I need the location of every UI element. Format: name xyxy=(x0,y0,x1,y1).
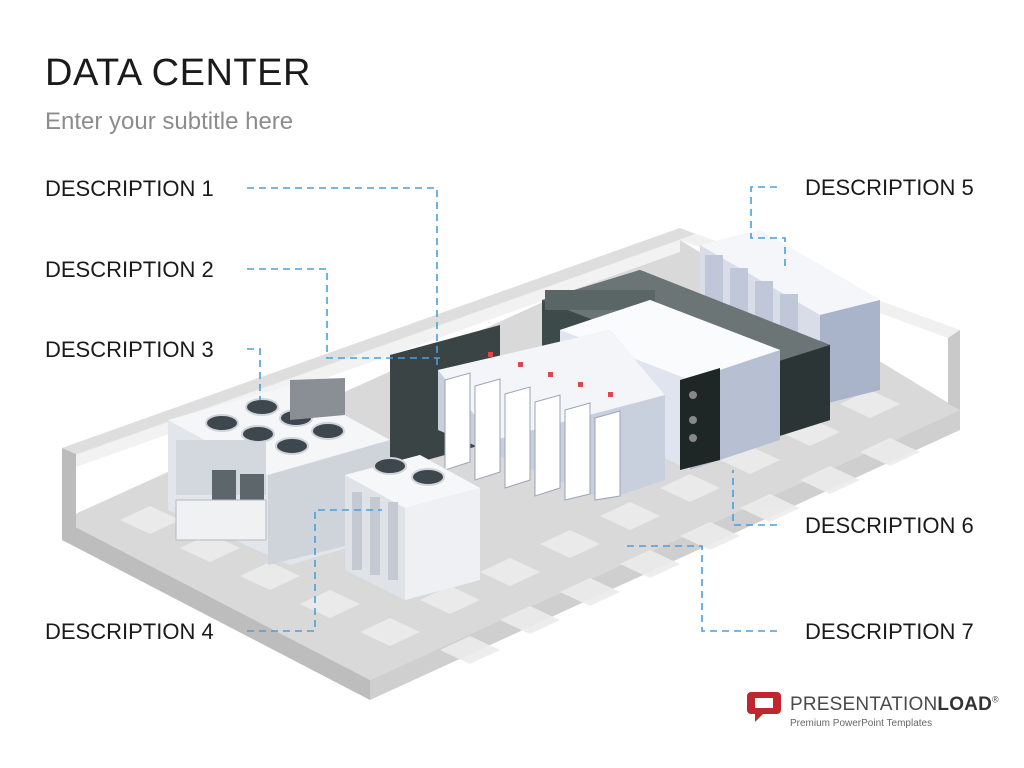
presentationload-logo: PRESENTATIONLOAD® Premium PowerPoint Tem… xyxy=(747,688,999,736)
logo-name-bold: LOAD xyxy=(937,694,993,715)
description-1: DESCRIPTION 1 xyxy=(45,176,214,201)
leader-line-7 xyxy=(625,545,777,632)
description-6: DESCRIPTION 6 xyxy=(805,513,974,538)
description-5: DESCRIPTION 5 xyxy=(805,175,974,200)
leader-line-6 xyxy=(732,470,777,526)
logo-tagline: Premium PowerPoint Templates xyxy=(790,718,933,729)
page-title: DATA CENTER xyxy=(45,52,311,94)
logo-mark-icon xyxy=(747,692,781,722)
logo-registered: ® xyxy=(992,694,999,705)
description-4: DESCRIPTION 4 xyxy=(45,619,214,644)
leader-line-2 xyxy=(247,268,440,359)
leader-line-4 xyxy=(247,509,382,632)
logo-name-light: PRESENTATION xyxy=(790,694,938,715)
description-2: DESCRIPTION 2 xyxy=(45,257,214,282)
description-3: DESCRIPTION 3 xyxy=(45,337,214,362)
leader-line-3 xyxy=(247,348,261,400)
description-7: DESCRIPTION 7 xyxy=(805,619,974,644)
leader-lines xyxy=(247,186,786,632)
rack-cluster-front xyxy=(390,325,665,501)
chiller-unit xyxy=(345,455,480,600)
leader-line-5 xyxy=(750,186,786,268)
leader-line-1 xyxy=(247,187,438,370)
page-subtitle: Enter your subtitle here xyxy=(45,108,294,135)
